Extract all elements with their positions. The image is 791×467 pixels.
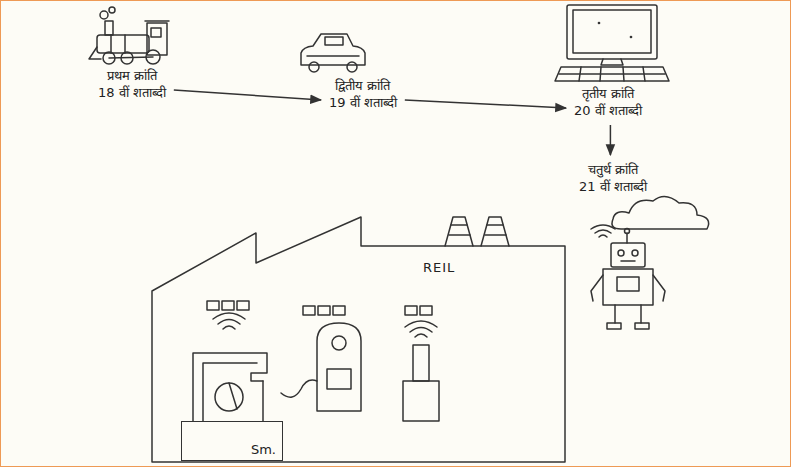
locomotive-icon [89, 7, 169, 64]
revolution-name: चतुर्थ क्रांति [579, 161, 647, 178]
factory-illustration [151, 216, 566, 467]
arrow-connector [610, 125, 612, 155]
machine-base: Sm. [181, 421, 283, 461]
robot-icon [591, 225, 665, 329]
revolution-label: प्रथम क्रांति18 वीं शताब्दी [94, 65, 170, 103]
factory-building: REIL Sm. [151, 216, 566, 467]
century-label: 18 वीं शताब्दी [98, 84, 166, 101]
cloud-icon [612, 196, 709, 229]
arrow-connector [405, 100, 566, 108]
computer-icon [555, 5, 669, 81]
factory-name: REIL [423, 260, 455, 275]
machine-label: Sm. [251, 442, 276, 457]
revolution-name: प्रथम क्रांति [98, 67, 166, 84]
revolution-label: तृतीय क्रांति20 वीं शताब्दी [570, 83, 646, 121]
revolution-name: द्वितीय क्रांति [329, 77, 397, 94]
car-icon [301, 34, 365, 72]
century-label: 21 वीं शताब्दी [579, 178, 647, 195]
century-label: 20 वीं शताब्दी [574, 102, 642, 119]
revolution-name: तृतीय क्रांति [574, 85, 642, 102]
arrow-connector [174, 90, 321, 100]
revolution-label: चतुर्थ क्रांति21 वीं शताब्दी [575, 159, 651, 197]
century-label: 19 वीं शताब्दी [329, 94, 397, 111]
revolution-label: द्वितीय क्रांति19 वीं शताब्दी [325, 75, 401, 113]
